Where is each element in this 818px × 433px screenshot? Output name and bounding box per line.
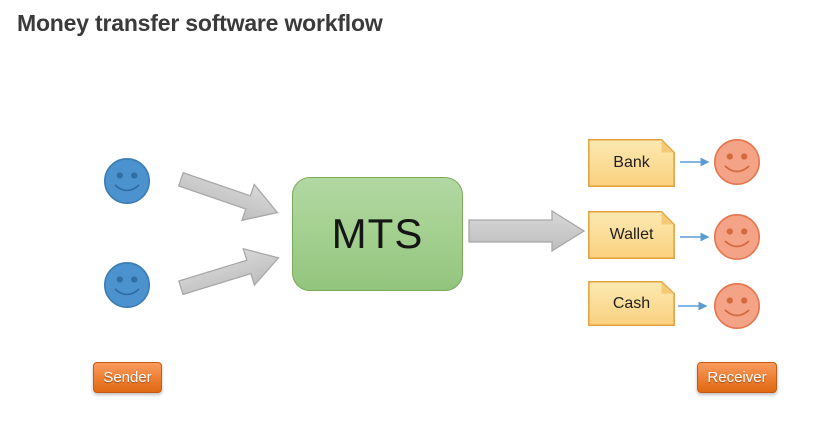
channel-label-bank: Bank [613, 154, 650, 171]
receiver-smiley-icon [713, 138, 761, 186]
mts-hub-node: MTS [292, 177, 463, 291]
page-title: Money transfer software workflow [17, 10, 383, 36]
receiver-smiley-icon [713, 213, 761, 261]
receiver-badge: Receiver [697, 362, 777, 393]
block-arrow-right-icon [177, 171, 279, 222]
sender-smiley-icon [103, 157, 151, 205]
mts-label: MTS [331, 210, 424, 257]
receiver-smiley-icon [713, 282, 761, 330]
thin-arrow-right-icon [678, 301, 708, 311]
sender-smiley-icon [103, 261, 151, 309]
thin-arrow-right-icon [680, 232, 710, 242]
thin-arrow-right-icon [680, 157, 710, 167]
channel-label-cash: Cash [612, 294, 651, 312]
channel-card-bank [588, 139, 675, 187]
channel-card-cash [588, 281, 675, 326]
channel-label-wallet: Wallet [609, 226, 654, 243]
sender-badge: Sender [93, 362, 162, 393]
block-arrow-right-icon [178, 247, 280, 296]
channel-card-wallet [588, 211, 675, 259]
block-arrow-right-icon [468, 209, 586, 253]
